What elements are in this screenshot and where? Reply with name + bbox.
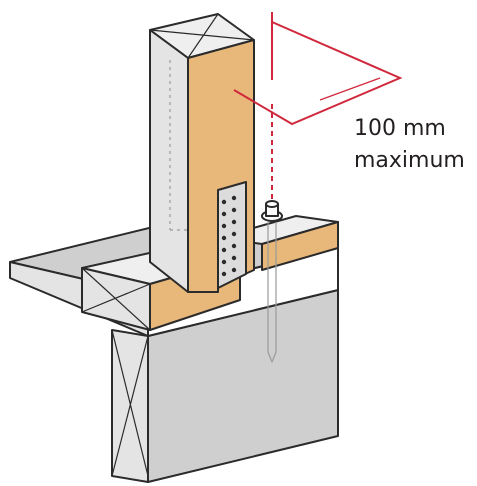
- dimension-label-qualifier: maximum: [354, 148, 465, 173]
- dimension-indicator: [233, 12, 403, 200]
- perforated-steel-bracket: [217, 181, 247, 289]
- foundation-wall: [111, 289, 339, 483]
- anchor-bolt: [261, 200, 283, 363]
- dimension-label-value: 100 mm: [354, 116, 446, 141]
